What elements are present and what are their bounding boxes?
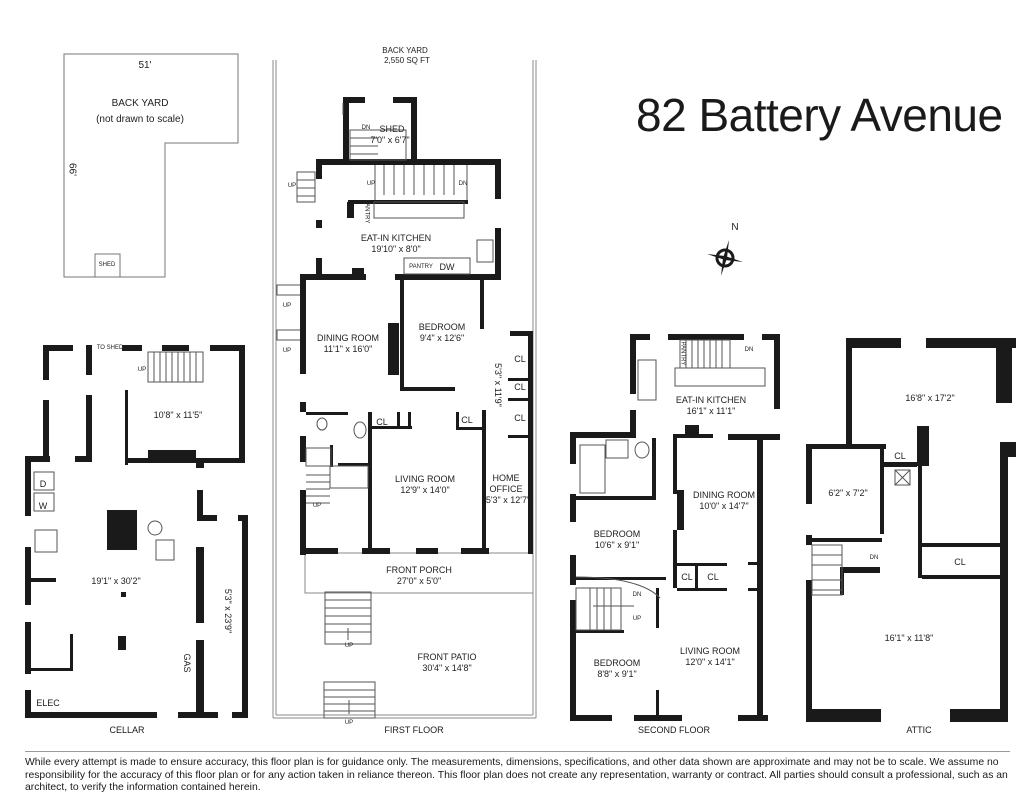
room-office-dims: 5'3" x 12'7" [485,495,531,505]
disclaimer-text: While every attempt is made to ensure ac… [25,757,1008,793]
dryer-label: D [39,479,47,489]
room-bedroom-dims: 9'4" x 12'6" [419,333,465,343]
room-bedroom1-dims: 10'6" x 9'1" [594,540,640,550]
dishwasher-label: DW [439,262,455,272]
room-dining-dims: 10'0" x 14'7" [699,501,749,511]
closet-label: CL [514,354,526,364]
closet-label: CL [894,451,906,461]
backyard-subtitle: (not drawn to scale) [96,114,184,125]
stairs-dn: DN [744,347,754,353]
backyard-area: 2,550 SQ FT [384,56,430,65]
stairs-up: UP [312,503,322,509]
room-kitchen-name: EAT-IN KITCHEN [360,233,432,243]
closet-label: CL [707,572,719,582]
closet-label: CL [461,415,473,425]
cellar-walls [25,345,248,718]
attic-fixtures [811,469,911,596]
closet-label: CL [514,413,526,423]
backyard-title: BACK YARD [111,98,169,109]
closet-label: CL [954,557,966,567]
second-floor-walls [570,334,780,721]
first-floor-lot [272,60,537,719]
divider [25,751,1010,752]
room-office-name-1: HOME [492,473,520,483]
stairs-up: UP [344,643,354,649]
room-bedroom1-name: BEDROOM [593,529,641,539]
room-bedroom2-name: BEDROOM [593,658,641,668]
floor-caption-attic: ATTIC [906,725,932,735]
room-closet-hall-dims: 5'3" x 11'9" [493,363,503,407]
compass-rose-icon [707,240,743,276]
room-attic-large-dims: 16'8" x 17'2" [905,393,955,403]
floor-caption-first: FIRST FLOOR [384,725,444,735]
closet-label: CL [376,417,388,427]
to-shed-label: TO SHED [96,345,124,351]
room-cellar-main-dims: 19'1" x 30'2" [91,576,141,586]
room-living-dims: 12'9" x 14'0" [400,485,450,495]
gas-label: GAS [182,653,192,673]
stairs-up: UP [137,367,147,373]
room-porch-dims: 27'0" x 5'0" [396,576,442,586]
room-patio-name: FRONT PATIO [417,652,477,662]
room-cellar-side-dims: 5'3" x 23'9" [223,588,233,634]
room-kitchen-dims: 19'10" x 8'0" [371,244,421,254]
room-living-name: LIVING ROOM [394,474,456,484]
room-bedroom-name: BEDROOM [418,322,466,332]
room-kitchen-name: EAT-IN KITCHEN [675,395,747,405]
backyard-label: BACK YARD [382,46,428,55]
stairs-up: UP [632,616,642,622]
elec-label: ELEC [36,698,60,708]
closet-label: CL [681,572,693,582]
compass-north-label: N [731,222,739,233]
floor-caption-cellar: CELLAR [109,725,145,735]
backyard-shed-label: SHED [98,262,116,268]
room-cellar-stair-dims: 10'8" x 11'5" [153,410,203,420]
washer-label: W [38,501,48,511]
backyard-width: 51' [138,60,152,71]
attic-walls [806,338,1016,722]
stairs-up: UP [366,181,376,187]
closet-label: CL [514,382,526,392]
cellar-fixtures [33,351,204,561]
room-dining-name: DINING ROOM [317,333,379,343]
stairs-up: UP [287,183,297,189]
second-floor-fixtures [575,339,766,631]
stairs-dn: DN [458,181,468,187]
room-office-name-2: OFFICE [489,484,523,494]
room-dining-name: DINING ROOM [693,490,755,500]
pantry-label: PANTRY [409,264,433,270]
property-title: 82 Battery Avenue [636,89,1003,141]
backyard-inset-outline [63,53,239,278]
stairs-up: UP [282,348,292,354]
room-shed-name: SHED [379,124,405,134]
room-living-name: LIVING ROOM [679,646,741,656]
room-shed-dims: 7'0" x 6'7" [370,135,410,145]
pantry-label: PANTRY [363,199,370,224]
first-floor-fixtures [305,103,494,504]
room-bedroom2-dims: 8'8" x 9'1" [597,669,637,679]
stairs-dn: DN [361,125,371,131]
room-patio-dims: 30'4" x 14'8" [422,663,472,673]
stairs-up: UP [344,720,354,726]
room-living-dims: 12'0" x 14'1" [685,657,735,667]
pantry-label: PANTRY [679,341,686,366]
floor-caption-second: SECOND FLOOR [637,725,711,735]
room-kitchen-dims: 16'1" x 11'1" [686,406,736,416]
stairs-dn: DN [632,592,642,598]
room-porch-name: FRONT PORCH [386,565,452,575]
first-floor-walls [300,97,533,555]
backyard-depth: 66' [66,162,78,177]
room-dining-dims: 11'1" x 16'0" [323,344,373,354]
stairs-up: UP [282,303,292,309]
room-attic-front-dims: 16'1" x 11'8" [884,633,934,643]
stairs-dn: DN [869,555,879,561]
room-attic-small-dims: 6'2" x 7'2" [828,488,868,498]
